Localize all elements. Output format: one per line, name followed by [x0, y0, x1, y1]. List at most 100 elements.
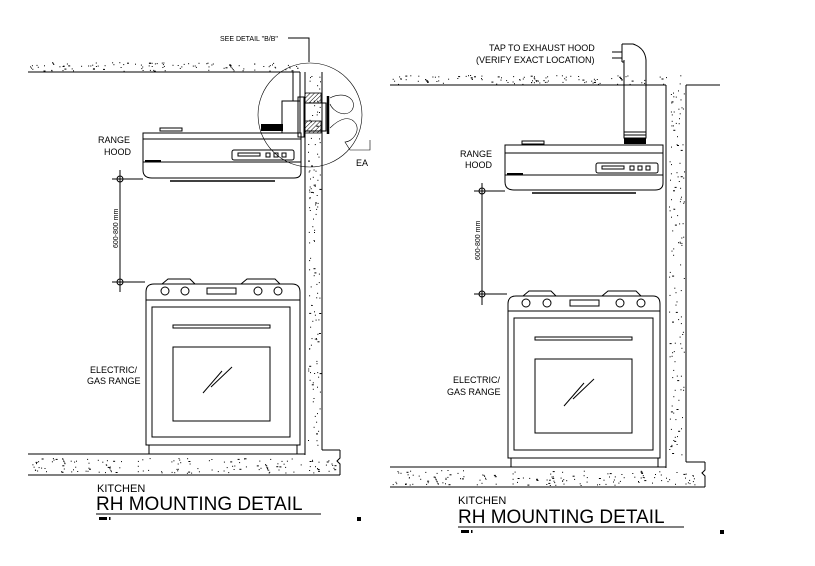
stipple-dot — [319, 408, 321, 410]
left-title-large: RH MOUNTING DETAIL — [96, 494, 303, 515]
stipple-dot — [317, 292, 319, 294]
left-callout-text: SEE DETAIL "B/B" — [220, 36, 278, 43]
stipple-dot — [481, 75, 483, 77]
stipple-dot — [151, 66, 153, 67]
stipple-dot — [313, 192, 314, 194]
stipple-dot — [316, 338, 317, 340]
stipple-dot — [671, 114, 673, 116]
stipple-dot — [43, 70, 46, 72]
stipple-dot — [177, 468, 179, 470]
stipple-dot — [627, 75, 629, 77]
stipple-dot — [620, 78, 622, 80]
stipple-dot — [313, 275, 315, 277]
stipple-dot — [674, 440, 677, 442]
stipple-dot — [208, 69, 210, 71]
stipple-dot — [317, 153, 319, 155]
stipple-dot — [313, 240, 315, 241]
stipple-dot — [672, 453, 675, 454]
stipple-dot — [103, 68, 105, 70]
stipple-dot — [491, 81, 494, 83]
stipple-dot — [313, 184, 316, 186]
stipple-dot — [309, 269, 311, 271]
stipple-dot — [677, 136, 678, 138]
stipple-dot — [317, 179, 319, 181]
stipple-dot — [678, 399, 680, 401]
stipple-dot — [71, 68, 73, 70]
stipple-dot — [693, 478, 695, 480]
stipple-dot — [678, 123, 680, 125]
stipple-dot — [400, 78, 402, 80]
stipple-dot — [194, 65, 196, 67]
stipple-dot — [679, 242, 681, 244]
stipple-dot — [674, 361, 676, 363]
stipple-dot — [458, 76, 461, 78]
stipple-dot — [279, 466, 282, 468]
stipple-dot — [565, 76, 567, 78]
stipple-dot — [457, 472, 459, 474]
stipple-dot — [671, 444, 673, 446]
stipple-dot — [680, 75, 682, 77]
stipple-dot — [88, 65, 90, 67]
stipple-dot — [580, 485, 582, 486]
stipple-dot — [68, 65, 71, 67]
right-floor-stipple — [392, 470, 703, 486]
stipple-dot — [120, 67, 122, 68]
stipple-dot — [62, 458, 64, 460]
stipple-dot — [207, 62, 209, 64]
right-title-small: KITCHEN — [458, 495, 506, 507]
stipple-dot — [427, 482, 429, 484]
stipple-dot — [32, 464, 34, 466]
stipple-dot — [319, 174, 321, 176]
stipple-dot — [317, 202, 319, 204]
stipple-dot — [154, 63, 156, 65]
stipple-dot — [432, 76, 434, 78]
stipple-dot — [476, 484, 478, 486]
stipple-dot — [523, 76, 525, 78]
stipple-dot — [266, 466, 268, 468]
stipple-dot — [436, 472, 438, 474]
stipple-dot — [661, 78, 664, 80]
stipple-dot — [234, 465, 236, 467]
stipple-dot — [191, 472, 193, 474]
stipple-dot — [270, 458, 272, 460]
stipple-dot — [229, 64, 232, 66]
stipple-dot — [644, 480, 647, 482]
stipple-dot — [680, 316, 682, 318]
stipple-dot — [171, 461, 173, 463]
stipple-dot — [672, 230, 674, 232]
stipple-dot — [669, 294, 671, 296]
stipple-dot — [334, 469, 337, 471]
stipple-dot — [309, 461, 312, 462]
stipple-dot — [512, 473, 514, 475]
stipple-dot — [263, 66, 265, 67]
stipple-dot — [659, 471, 661, 473]
stipple-dot — [514, 83, 515, 85]
stipple-dot — [44, 468, 46, 469]
stipple-dot — [683, 177, 685, 179]
stipple-dot — [316, 360, 318, 362]
stipple-dot — [611, 78, 613, 80]
stipple-dot — [297, 67, 299, 69]
stipple-dot — [161, 471, 163, 473]
stipple-dot — [319, 373, 322, 375]
stipple-dot — [617, 75, 619, 77]
stipple-dot — [437, 483, 439, 485]
stipple-dot — [533, 82, 535, 84]
stipple-dot — [669, 343, 672, 345]
left-ceiling-slab — [28, 62, 300, 73]
stipple-dot — [177, 470, 179, 472]
left-marker — [357, 517, 361, 521]
stipple-dot — [265, 464, 267, 466]
stipple-dot — [198, 62, 200, 64]
stipple-dot — [309, 260, 311, 262]
stipple-dot — [31, 65, 33, 67]
stipple-dot — [317, 111, 319, 113]
stipple-dot — [115, 472, 118, 473]
stipple-dot — [308, 370, 310, 372]
stipple-dot — [73, 469, 74, 471]
stipple-dot — [62, 70, 64, 72]
stipple-dot — [291, 458, 293, 460]
stipple-dot — [89, 468, 91, 470]
stipple-dot — [481, 482, 483, 484]
